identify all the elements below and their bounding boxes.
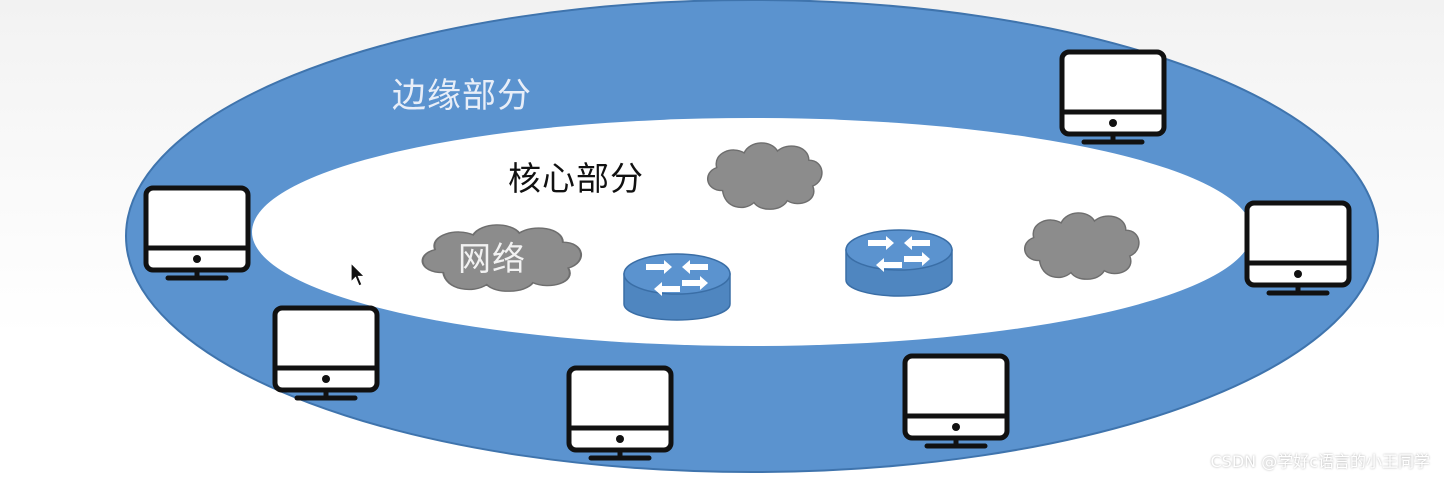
router-icon <box>845 229 953 297</box>
router-icon <box>623 253 731 321</box>
computer-monitor-icon <box>905 356 1007 446</box>
cloud-icon <box>1023 212 1140 280</box>
edge-part-label: 边缘部分 <box>392 76 532 116</box>
network-label: 网络 <box>458 239 526 278</box>
computer-monitor-icon <box>275 308 377 398</box>
cloud-icon <box>706 142 823 210</box>
mouse-cursor-icon <box>350 262 366 287</box>
computer-monitor-icon <box>569 368 671 458</box>
watermark-text: CSDN @学好c语言的小王同学 <box>1210 452 1430 471</box>
computer-monitor-icon <box>146 188 248 278</box>
computer-monitor-icon <box>1247 203 1349 293</box>
core-part-label: 核心部分 <box>508 159 644 198</box>
computer-monitor-icon <box>1062 52 1164 142</box>
